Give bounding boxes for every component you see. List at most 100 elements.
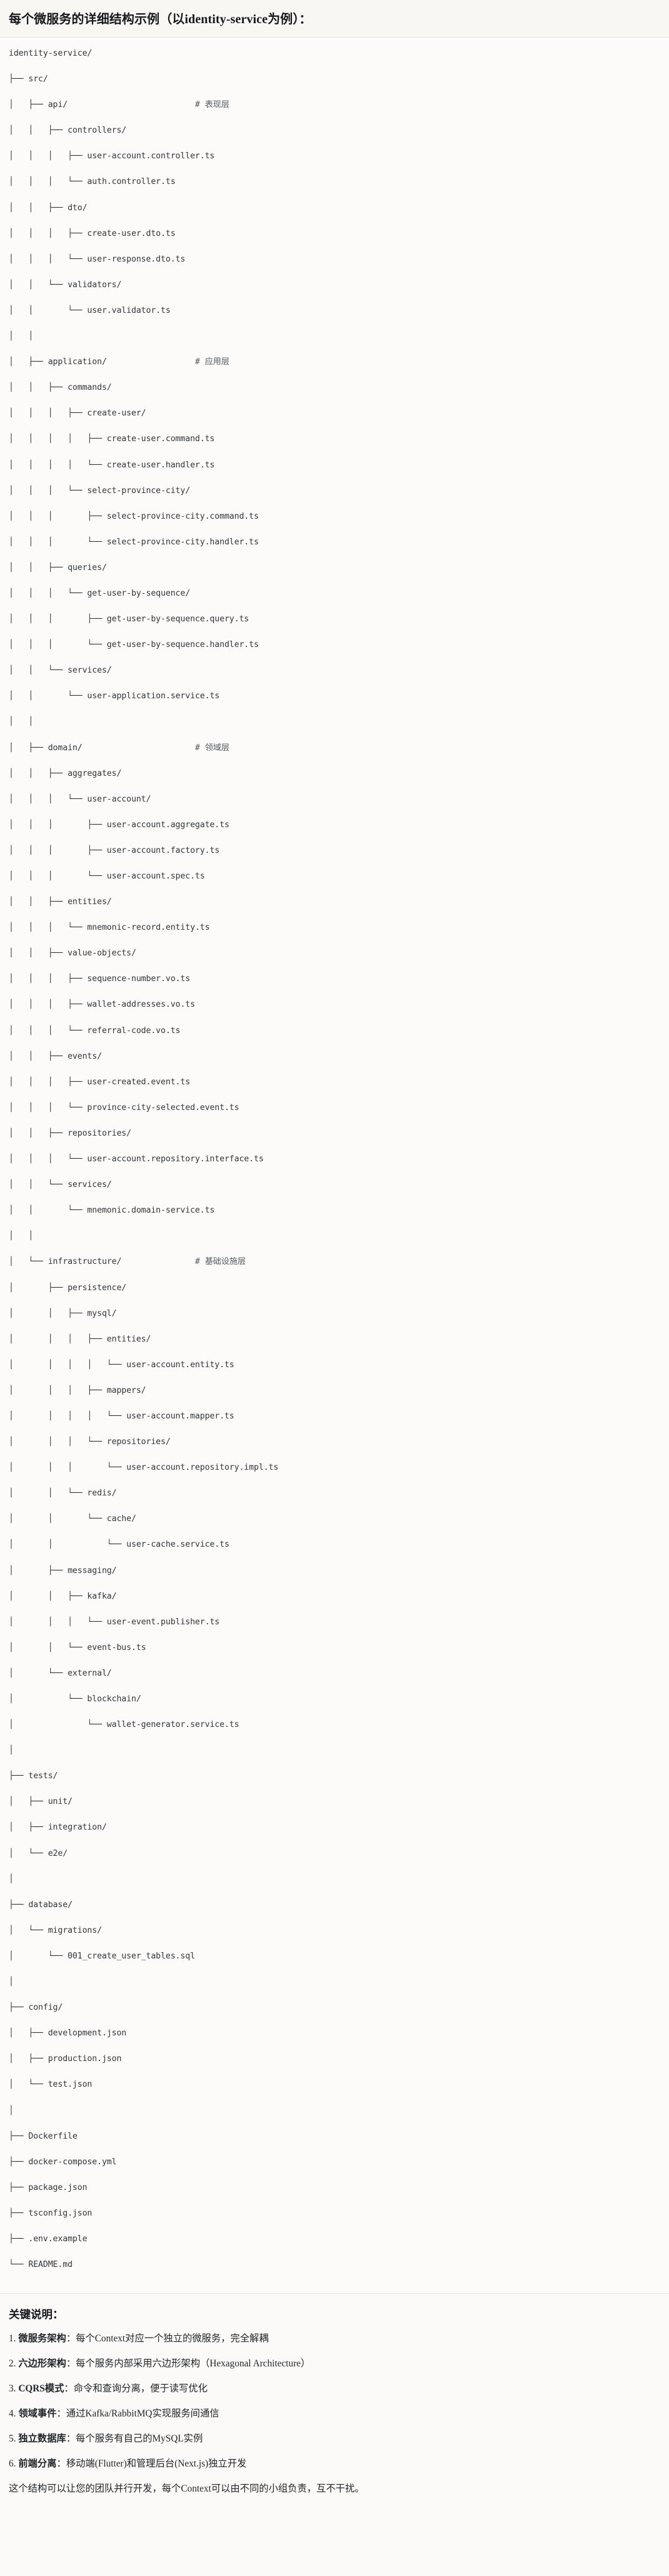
tree-line: │ │ │ └── mnemonic-record.entity.ts: [9, 923, 210, 933]
key-point-separator: ：: [56, 2408, 66, 2419]
tree-line: │ └── infrastructure/ # 基础设施层: [9, 1257, 246, 1267]
key-point-description: 命令和查询分离，便于读写优化: [73, 2383, 208, 2395]
tree-line: │ │ │ └── auth.controller.ts: [9, 177, 176, 187]
tree-line: │ │ │ └── referral-code.vo.ts: [9, 1026, 181, 1036]
key-point-description: 每个Context对应一个独立的微服务，完全解耦: [76, 2333, 269, 2344]
directory-tree-block: identity-service/ ├── src/ │ ├── api/ # …: [0, 38, 669, 2294]
tree-line: │ │ │ │ └── user-account.mapper.ts: [9, 1411, 234, 1421]
tree-line: ├── .env.example: [9, 2234, 88, 2244]
key-point-number: 6.: [9, 2458, 16, 2469]
key-point-term: 微服务架构: [18, 2333, 66, 2344]
tree-line: │ │ │ ├── create-user/: [9, 409, 146, 419]
key-point-description: 通过Kafka/RabbitMQ实现服务间通信: [66, 2408, 219, 2419]
key-points-title: 关键说明：: [9, 2308, 64, 2321]
tree-line: │ │ │ ├── mappers/: [9, 1385, 146, 1395]
key-point-term: CQRS模式: [18, 2383, 64, 2395]
key-point-term: 独立数据库: [18, 2433, 66, 2444]
tree-line: │ │ ├── kafka/: [9, 1591, 117, 1601]
tree-line: │ │ │ ├── user-account.factory.ts: [9, 845, 220, 855]
tree-line: │ │ │ ├── wallet-addresses.vo.ts: [9, 1000, 195, 1010]
tree-line: ├── Dockerfile: [9, 2131, 78, 2141]
tree-line: │ │ ├── controllers/: [9, 126, 127, 136]
key-point-separator: ：: [66, 2358, 76, 2370]
key-point-item: 6. 前端分离：移动端(Flutter)和管理后台(Next.js)独立开发: [9, 2457, 660, 2472]
document-page: 每个微服务的详细结构示例（以identity-service为例）： ident…: [0, 0, 669, 2512]
tree-line: │ │ ├── commands/: [9, 383, 112, 393]
tree-line: │ │ ├── dto/: [9, 203, 88, 213]
tree-line: │ │ └── user-cache.service.ts: [9, 1540, 229, 1550]
tree-line: │ ├── application/ # 应用层: [9, 357, 229, 367]
tree-line: │ ├── api/ # 表现层: [9, 100, 229, 110]
key-point-separator: ：: [66, 2433, 76, 2444]
tree-line: │ │ └── user-application.service.ts: [9, 691, 220, 701]
tree-line: │ │ │ └── user-account.spec.ts: [9, 872, 205, 881]
tree-line: │ │ │ └── select-province-city/: [9, 486, 191, 496]
key-point-separator: ：: [56, 2458, 66, 2469]
tree-line: │ │ └── mnemonic.domain-service.ts: [9, 1206, 215, 1216]
tree-line: │ │: [9, 1231, 34, 1241]
key-point-separator: ：: [64, 2383, 74, 2395]
tree-line: │ │ ├── mysql/: [9, 1308, 117, 1318]
key-point-separator: ：: [66, 2333, 76, 2344]
tree-line: │ │ └── services/: [9, 1180, 112, 1190]
key-point-term: 六边形架构: [18, 2358, 66, 2370]
tree-line: │ │ │ │ └── create-user.handler.ts: [9, 460, 215, 470]
tree-line: │ │ │ └── repositories/: [9, 1437, 171, 1447]
tree-line: │ │ └── validators/: [9, 280, 122, 290]
tree-line: │ ├── messaging/: [9, 1565, 117, 1576]
tree-line: │ │ │ └── user-account.repository.interf…: [9, 1154, 264, 1164]
tree-line: ├── tsconfig.json: [9, 2208, 93, 2218]
tree-line: │ │ │ ├── user-account.controller.ts: [9, 151, 215, 161]
tree-line: │ └── external/: [9, 1668, 112, 1678]
tree-line: │ │ │ └── user-account.repository.impl.t…: [9, 1463, 279, 1473]
key-point-term: 前端分离: [18, 2458, 57, 2469]
tree-line: │ │ └── services/: [9, 666, 112, 676]
tree-line: │ ├── production.json: [9, 2054, 122, 2064]
key-point-number: 5.: [9, 2433, 16, 2444]
tree-line: │ │ │ └── user-event.publisher.ts: [9, 1617, 220, 1627]
key-point-item: 1. 微服务架构：每个Context对应一个独立的微服务，完全解耦: [9, 2332, 660, 2346]
page-title: 每个微服务的详细结构示例（以identity-service为例）：: [9, 13, 312, 26]
tree-line: │ │ └── redis/: [9, 1489, 117, 1499]
tree-line: │ │ │ ├── create-user.dto.ts: [9, 228, 176, 238]
tree-line: │ │ ├── events/: [9, 1051, 102, 1061]
tree-line: ├── config/: [9, 2003, 63, 2013]
tree-line: identity-service/: [9, 49, 93, 58]
tree-line: │ │ │ ├── select-province-city.command.t…: [9, 511, 259, 521]
directory-tree: identity-service/ ├── src/ │ ├── api/ # …: [9, 48, 660, 2284]
tree-line: │ └── test.json: [9, 2080, 93, 2090]
tree-line: │ │ │ └── province-city-selected.event.t…: [9, 1102, 239, 1112]
tree-line: │ │ └── cache/: [9, 1514, 136, 1524]
key-point-term: 领域事件: [18, 2408, 57, 2419]
tree-line: │ └── wallet-generator.service.ts: [9, 1720, 239, 1730]
tree-line: │ │: [9, 717, 34, 727]
directory-tree-code: identity-service/ ├── src/ │ ├── api/ # …: [9, 48, 660, 2272]
key-point-item: 2. 六边形架构：每个服务内部采用六边形架构（Hexagonal Archite…: [9, 2357, 660, 2371]
tree-line: │ │ │ └── user-account/: [9, 794, 151, 804]
tree-line: │: [9, 2105, 14, 2115]
key-point-number: 1.: [9, 2333, 16, 2344]
tree-line: │ │ ├── queries/: [9, 563, 107, 573]
tree-line: │ │ │ └── select-province-city.handler.t…: [9, 537, 259, 547]
document-header: 每个微服务的详细结构示例（以identity-service为例）：: [0, 0, 669, 38]
tree-line-comment: # 表现层: [194, 100, 229, 110]
tree-line: │ │ └── user.validator.ts: [9, 305, 171, 315]
tree-line: │ │ │ │ └── user-account.entity.ts: [9, 1360, 234, 1370]
tree-line: │ │ │ │ ├── create-user.command.ts: [9, 434, 215, 444]
key-point-number: 2.: [9, 2358, 16, 2370]
tree-line: │ ├── integration/: [9, 1823, 107, 1833]
tree-line-comment: # 领域层: [194, 743, 229, 753]
tree-line: │ └── migrations/: [9, 1925, 102, 1935]
tree-line: │ ├── persistence/: [9, 1283, 127, 1293]
tree-line: │: [9, 1746, 14, 1756]
tree-line: │ │ │ ├── user-created.event.ts: [9, 1077, 191, 1087]
tree-line-comment: # 应用层: [194, 357, 229, 367]
key-point-description: 每个服务内部采用六边形架构（Hexagonal Architecture）: [76, 2358, 311, 2370]
tree-line: ├── src/: [9, 74, 48, 84]
key-point-item: 5. 独立数据库：每个服务有自己的MySQL实例: [9, 2432, 660, 2446]
tree-line: │ │ │ ├── sequence-number.vo.ts: [9, 974, 191, 984]
tree-line: ├── database/: [9, 1900, 73, 1910]
tree-line: │: [9, 1977, 14, 1987]
